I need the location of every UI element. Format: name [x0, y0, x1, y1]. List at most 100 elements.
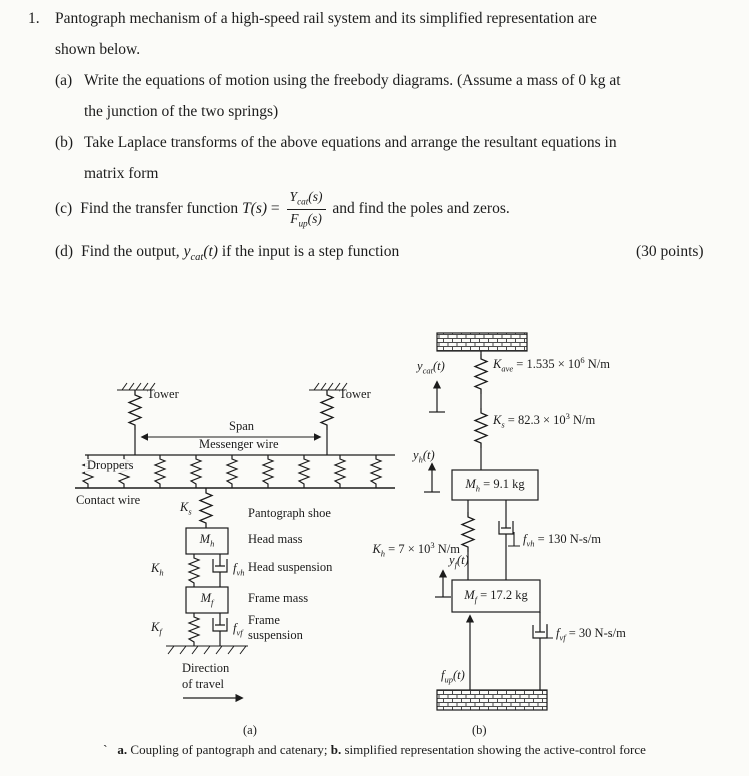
- yf-displacement-arrow: [435, 569, 451, 598]
- item-c-post: and find the poles and zeros.: [328, 199, 510, 217]
- diagram-a-tag: (a): [243, 723, 257, 737]
- fvh-label-a: fvh: [233, 561, 245, 578]
- base-anchor-block: [436, 689, 548, 711]
- ground-hatch: [166, 645, 248, 655]
- ycat-arg: (t): [432, 359, 445, 373]
- transfer-function-fraction: Ycat(s)Fup(s): [286, 189, 326, 230]
- kave-unit: N/m: [584, 357, 610, 372]
- fvh-sub: vh: [236, 567, 245, 578]
- frame-mass-box-label-a: Mf: [186, 591, 228, 608]
- yf-arg: (t): [456, 553, 469, 567]
- fraction-denominator: Fup(s): [287, 210, 326, 230]
- mh-main: M: [199, 532, 211, 546]
- item-a-line-1: Write the equations of motion using the …: [84, 72, 621, 89]
- fvh-b-value: = 130 N-s/m: [534, 532, 601, 546]
- figure-caption: `a. Coupling of pantograph and catenary;…: [0, 742, 749, 758]
- denominator-var: F: [290, 210, 299, 226]
- fvh-ref-mark: [508, 532, 520, 547]
- ycat-main: y: [417, 359, 423, 373]
- mh-sub: h: [210, 538, 215, 549]
- points-badge: (30 points): [636, 243, 704, 260]
- kh-main: K: [151, 561, 160, 575]
- frame-suspension-label-2: suspension: [248, 628, 303, 642]
- kh-label-b: Kh = 7 × 103 N/m: [350, 540, 460, 559]
- fup-arg: (t): [452, 668, 465, 682]
- droppers-label: Droppers: [85, 458, 136, 473]
- tower-1-label: Tower: [147, 387, 179, 401]
- ks-b-unit: N/m: [569, 413, 596, 428]
- frame-mass-box-label-b: Mf = 17.2 kg: [452, 588, 540, 605]
- fvf-b-sub: vf: [559, 632, 566, 643]
- kh-b-value: = 7 × 10: [385, 542, 431, 557]
- item-c-line: (c)Find the transfer function T(s) = Yca…: [55, 189, 510, 229]
- item-d-sub: cat: [190, 252, 204, 264]
- ks-sub: s: [188, 506, 192, 517]
- head-suspension-assembly: [188, 553, 228, 588]
- item-b-label: (b): [55, 134, 74, 151]
- diagram-b-art: [424, 332, 553, 711]
- item-d-line: (d)Find the output, ycat(t) if the input…: [55, 243, 399, 263]
- item-c-label: (c): [55, 199, 73, 217]
- tower-2: [308, 382, 348, 455]
- fvh-b-sub: vh: [526, 538, 535, 549]
- intro-line-1: Pantograph mechanism of a high-speed rai…: [55, 10, 597, 27]
- ks-b-sub: s: [501, 419, 505, 430]
- caption-a-text: Coupling of pantograph and catenary;: [127, 742, 331, 757]
- kh-b-sub: h: [380, 548, 386, 559]
- kave-spring: [474, 351, 488, 395]
- caption-b-label: b.: [330, 742, 342, 757]
- item-a-line-2: the junction of the two springs): [84, 103, 279, 120]
- mf-b-value: = 17.2 kg: [476, 588, 528, 602]
- tower-1: [116, 382, 156, 455]
- head-suspension-label: Head suspension: [248, 560, 333, 574]
- ks-main: K: [180, 500, 189, 514]
- pantograph-shoe-label: Pantograph shoe: [248, 506, 331, 520]
- messenger-wire-label: Messenger wire: [197, 437, 281, 452]
- catenary-anchor-block: [436, 332, 528, 352]
- mf-sub: f: [211, 597, 214, 608]
- head-mass-box: [185, 527, 229, 555]
- fvf-label-b: fvf = 30 N-s/m: [556, 626, 626, 643]
- kave-sub: ave: [501, 363, 514, 374]
- kh-sub: h: [159, 567, 164, 578]
- fraction-numerator: Ycat(s): [286, 189, 326, 210]
- fvh-b-main: f: [523, 532, 527, 546]
- kave-main: K: [493, 357, 502, 372]
- kh-label-a: Kh: [151, 561, 164, 578]
- kf-label-a: Kf: [151, 620, 162, 637]
- caption-b-text: simplified representation showing the ac…: [341, 742, 646, 757]
- kf-main: K: [151, 620, 160, 634]
- yf-label: yf(t): [449, 553, 469, 570]
- problem-number: 1.: [28, 10, 40, 27]
- head-mass-label: Head mass: [248, 532, 303, 546]
- fvh-label-b: fvh = 130 N-s/m: [523, 532, 601, 549]
- diagram-b-tag: (b): [472, 723, 487, 737]
- fvf-sub: vf: [236, 627, 243, 638]
- yh-label: yh(t): [413, 448, 435, 465]
- ks-label-a: Ks: [180, 500, 192, 517]
- intro-line-2: shown below.: [55, 41, 141, 58]
- shoe-spring-ks: [199, 487, 213, 529]
- tower-2-label: Tower: [339, 387, 371, 401]
- item-d-post: if the input is a step function: [217, 243, 400, 260]
- frame-suspension-assembly: [188, 612, 228, 647]
- mh-b-main: M: [465, 477, 476, 491]
- yh-displacement-arrow: [424, 462, 440, 493]
- yf-main: y: [449, 553, 455, 567]
- frame-mass-box: [185, 586, 229, 614]
- fup-label: fup(t): [441, 668, 465, 685]
- yh-sub: h: [418, 454, 423, 465]
- item-c-eq: =: [267, 199, 284, 217]
- fvf-b-value: = 30 N-s/m: [565, 626, 626, 640]
- yh-arg: (t): [422, 448, 435, 462]
- kave-label: Kave = 1.535 × 106 N/m: [493, 355, 610, 374]
- fvf-b-main: f: [556, 626, 560, 640]
- item-d-arg: (t): [203, 243, 218, 260]
- numerator-arg: (s): [308, 189, 323, 204]
- item-b-line-1: Take Laplace transforms of the above equ…: [84, 134, 617, 151]
- direction-label-2: of travel: [182, 677, 224, 691]
- kave-exp: 6: [580, 355, 585, 365]
- fup-main: f: [441, 668, 445, 682]
- frame-suspension-label-1: Frame: [248, 613, 280, 627]
